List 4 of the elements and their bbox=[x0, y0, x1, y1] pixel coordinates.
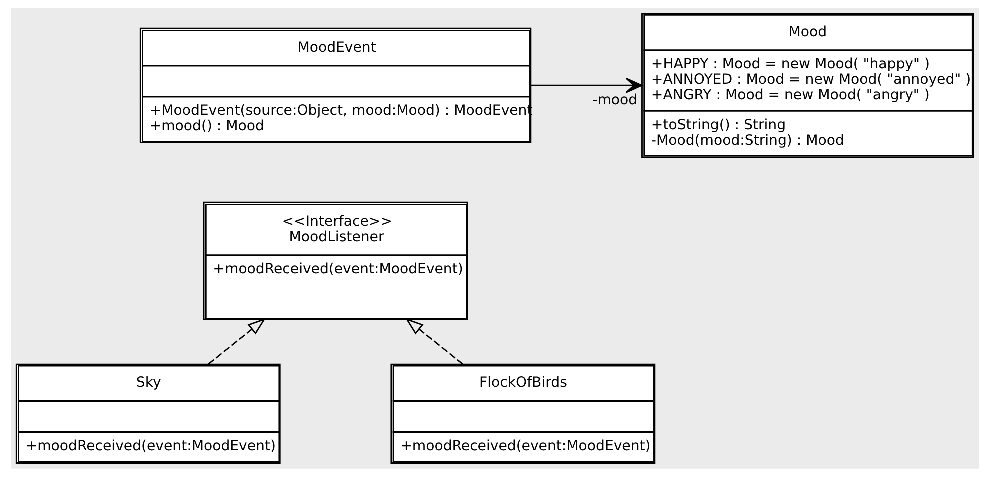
arrow bbox=[208, 318, 266, 365]
edge-label: -mood bbox=[592, 92, 638, 109]
arrow bbox=[531, 78, 643, 94]
arrow bbox=[405, 318, 464, 365]
